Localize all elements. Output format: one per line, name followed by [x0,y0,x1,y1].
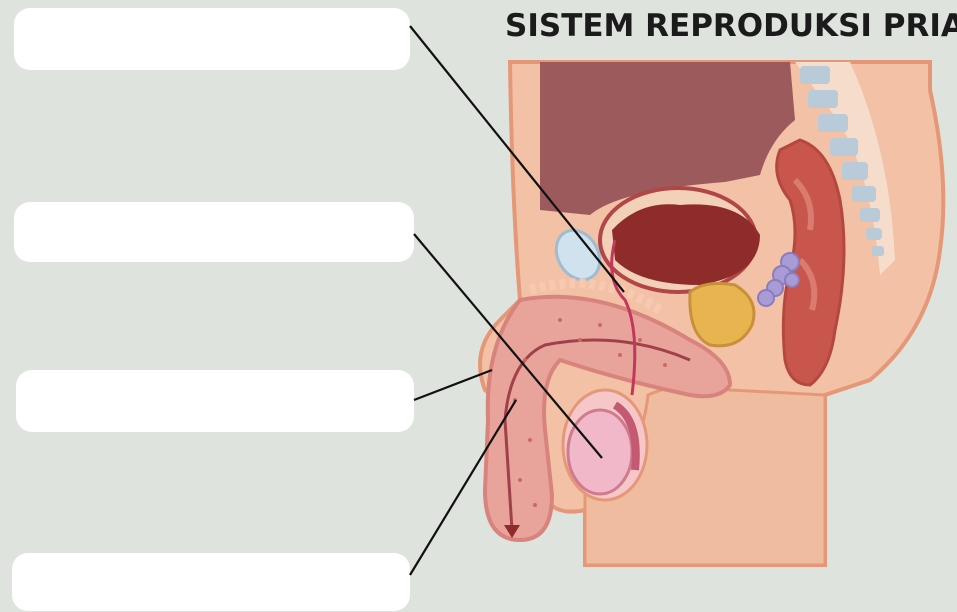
testis [568,410,632,494]
prostate [690,284,754,346]
